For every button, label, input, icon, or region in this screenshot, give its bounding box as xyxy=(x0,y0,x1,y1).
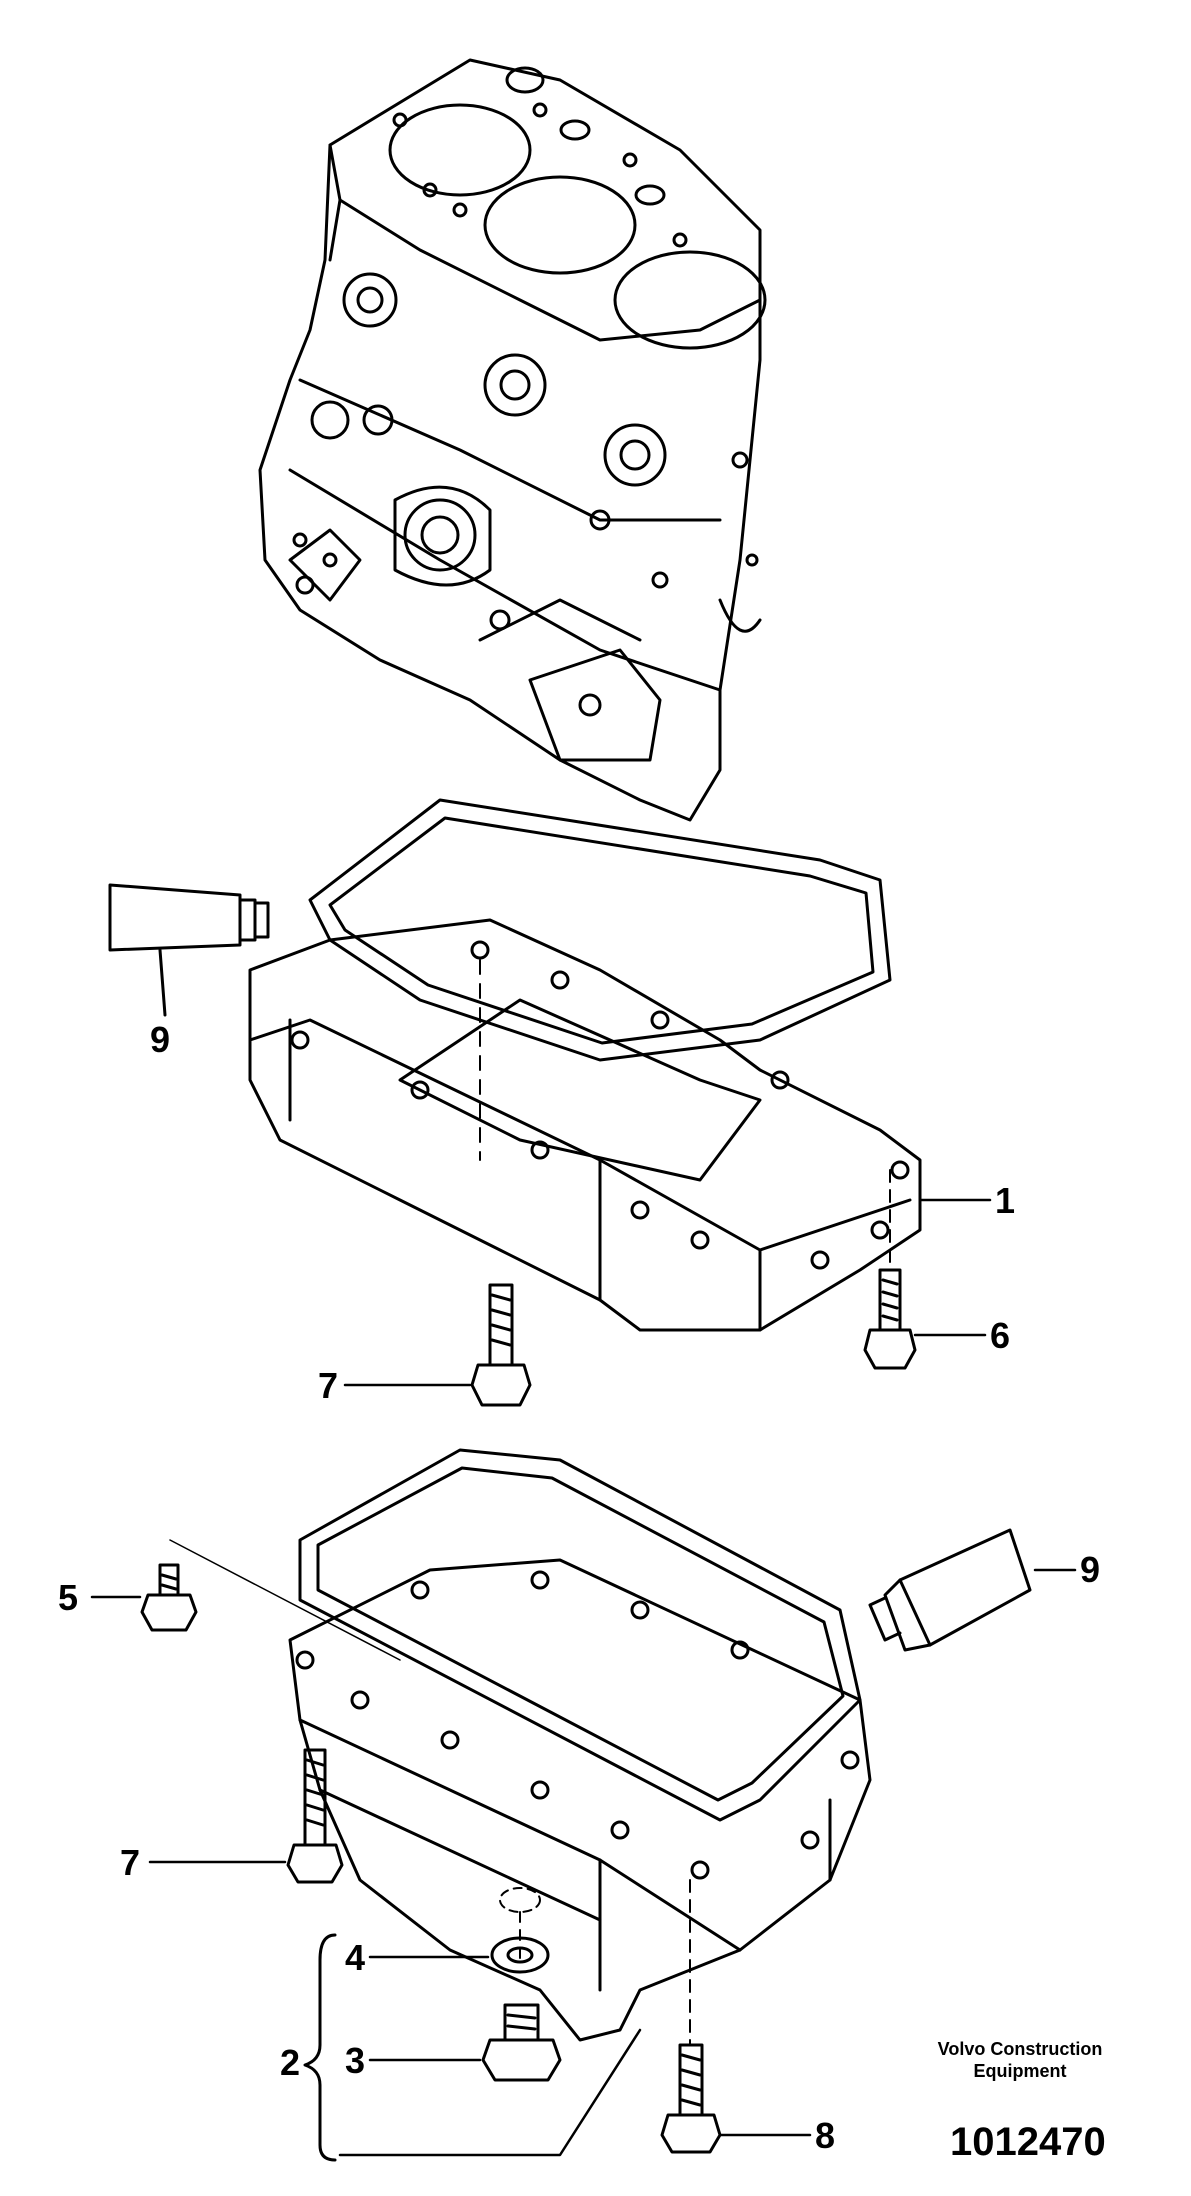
callout-9-upper: 9 xyxy=(150,1019,171,1060)
upper-gasket xyxy=(308,798,892,1062)
brand-line-2: Equipment xyxy=(973,2061,1067,2081)
lower-gasket xyxy=(298,1448,862,1822)
callout-8: 8 xyxy=(815,2115,836,2156)
washer-4 xyxy=(490,1936,550,1974)
brand-line-1: Volvo Construction xyxy=(937,2039,1103,2059)
brand-label: Volvo Construction Equipment xyxy=(920,2038,1120,2082)
bolt-6 xyxy=(863,1268,917,1370)
upper-oil-pan xyxy=(248,918,922,1332)
sealant-tube-lower xyxy=(868,1528,1032,1652)
callout-7-lower: 7 xyxy=(120,1842,141,1883)
callout-4: 4 xyxy=(345,1937,366,1978)
callout-5: 5 xyxy=(58,1577,79,1618)
bolt-7-upper xyxy=(470,1283,532,1407)
bolt-8 xyxy=(660,2043,722,2154)
sealant-tube-upper xyxy=(108,883,270,1017)
callout-7-upper: 7 xyxy=(318,1365,339,1406)
drain-plug-3 xyxy=(481,2003,562,2082)
lower-oil-pan xyxy=(288,1558,872,2042)
engine-block xyxy=(258,58,767,822)
figure-number: 1012470 xyxy=(950,2120,1106,2164)
callout-1: 1 xyxy=(995,1180,1016,1221)
leader-lines xyxy=(90,1169,1077,2162)
bolt-5 xyxy=(140,1563,198,1632)
callout-3: 3 xyxy=(345,2040,366,2081)
callout-6: 6 xyxy=(990,1315,1011,1356)
callout-2: 2 xyxy=(280,2042,301,2083)
callout-9-lower: 9 xyxy=(1080,1549,1101,1590)
bolt-7-lower xyxy=(286,1748,344,1884)
